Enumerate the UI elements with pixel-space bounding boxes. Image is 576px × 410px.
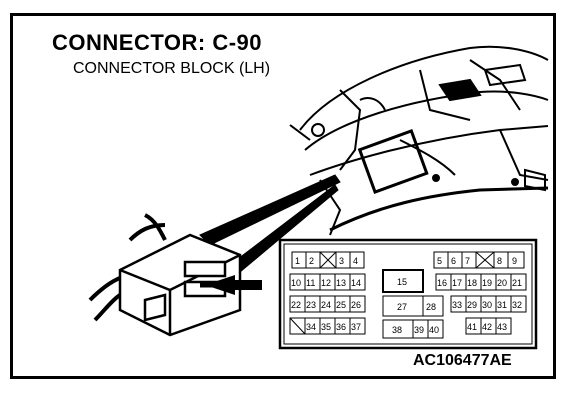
pin-label: 10 (291, 278, 301, 288)
diagram-frame (10, 13, 556, 379)
pin-label: 40 (429, 325, 439, 335)
pin-label: 22 (291, 300, 301, 310)
pin-row-2: 10 11 12 13 14 16 17 18 19 20 21 (289, 273, 527, 291)
pin-label: 15 (397, 277, 407, 287)
page-subtitle: CONNECTOR BLOCK (LH) (73, 60, 271, 77)
pin-label: 30 (482, 300, 492, 310)
pin-label: 11 (306, 278, 315, 288)
pin-row-1: 1 2 3 4 5 6 7 8 9 (291, 251, 525, 269)
pin-label: 42 (482, 322, 492, 332)
pin-label: 34 (306, 322, 316, 332)
pin-label: 13 (336, 278, 346, 288)
pin-label: 16 (437, 278, 447, 288)
pin-label: 39 (414, 325, 424, 335)
pin-label: 35 (321, 322, 331, 332)
pin-label: 14 (351, 278, 361, 288)
pin-row-4: 34 35 36 37 41 42 43 (289, 317, 512, 335)
pin-label: 43 (497, 322, 507, 332)
pin-label: 20 (497, 278, 507, 288)
pin-label: 41 (467, 322, 477, 332)
pin-label: 36 (336, 322, 346, 332)
pin-label: 12 (321, 278, 331, 288)
pin-label: 29 (467, 300, 477, 310)
pin-center-block: 15 27 28 38 39 40 (382, 269, 444, 339)
pin-label: 7 (465, 256, 470, 266)
pin-label: 25 (336, 300, 346, 310)
pin-label: 6 (451, 256, 456, 266)
connector-housing (88, 213, 242, 337)
pin-label: 9 (512, 256, 517, 266)
pin-label: 5 (437, 256, 442, 266)
dashboard-sketch (289, 45, 549, 236)
pin-label: 2 (309, 256, 314, 266)
pin-label: 32 (512, 300, 522, 310)
pin-label: 4 (353, 256, 358, 266)
insertion-arrow (205, 275, 262, 295)
connector-face (278, 238, 538, 350)
pin-label: 18 (467, 278, 477, 288)
pin-label: 38 (392, 325, 402, 335)
pin-label: 23 (306, 300, 316, 310)
pin-label: 17 (452, 278, 462, 288)
pin-label: 33 (452, 300, 462, 310)
reference-code: AC106477AE (413, 352, 512, 369)
pin-label: 3 (339, 256, 344, 266)
pin-label: 37 (351, 322, 361, 332)
pin-label: 31 (497, 300, 507, 310)
pin-label: 21 (512, 278, 522, 288)
pin-label: 28 (426, 302, 436, 312)
pin-label: 1 (295, 256, 300, 266)
pin-label: 8 (497, 256, 502, 266)
page-title: CONNECTOR: C-90 (52, 30, 263, 55)
pin-label: 27 (397, 302, 407, 312)
pin-label: 24 (321, 300, 331, 310)
pin-label: 26 (351, 300, 361, 310)
pin-label: 19 (482, 278, 492, 288)
pin-row-3: 22 23 24 25 26 29 30 31 32 33 (289, 295, 527, 313)
